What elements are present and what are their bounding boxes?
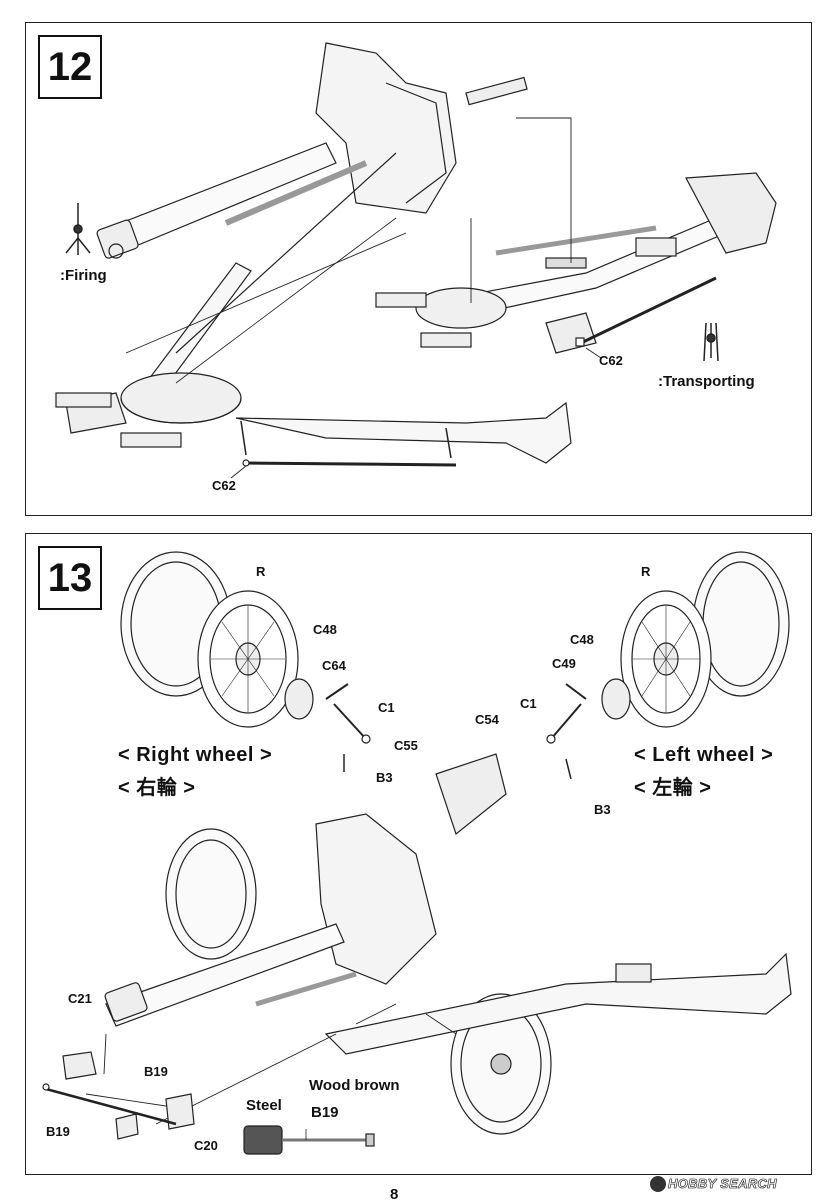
c62-rod-lower — [230, 420, 457, 479]
c21-c20-b19-parts — [42, 1051, 195, 1140]
right-wheel-drawing — [120, 551, 371, 772]
label-c48-right: C48 — [313, 622, 337, 637]
label-transporting: :Transporting — [658, 373, 755, 390]
label-r-right: R — [256, 564, 266, 579]
label-firing: :Firing — [60, 267, 107, 284]
label-c64: C64 — [322, 658, 346, 673]
label-c1-right: C1 — [378, 700, 395, 715]
watermark-logo-icon — [650, 1176, 666, 1192]
label-c21: C21 — [68, 991, 92, 1006]
step-13-illustration — [42, 551, 792, 1155]
label-c62-lower: C62 — [212, 478, 236, 493]
step-number: 12 — [38, 35, 102, 99]
guide-lines — [125, 117, 572, 384]
page-number: 8 — [390, 1186, 399, 1203]
label-c55: C55 — [394, 738, 418, 753]
label-b3-left: B3 — [594, 802, 611, 817]
step-13-panel: 13 — [25, 533, 812, 1175]
label-left-wheel-jp: < 左輪 > — [634, 777, 712, 799]
left-wheel-drawing — [546, 551, 790, 780]
label-steel: Steel — [246, 1097, 282, 1114]
step-number: 13 — [38, 546, 102, 610]
label-right-wheel: < Right wheel > — [118, 744, 273, 766]
label-left-wheel: < Left wheel > — [634, 744, 774, 766]
label-b3-right: B3 — [376, 770, 393, 785]
b19-paint-diagram — [243, 1125, 375, 1155]
transporting-mode-icon — [703, 322, 719, 362]
label-c20: C20 — [194, 1138, 218, 1153]
gun-firing-drawing — [55, 42, 572, 464]
label-c54: C54 — [475, 712, 499, 727]
gun-transport-drawing — [375, 172, 777, 354]
label-b19-top: B19 — [144, 1064, 168, 1079]
label-c62-upper: C62 — [599, 353, 623, 368]
firing-mode-icon — [65, 203, 91, 255]
label-r-left: R — [641, 564, 651, 579]
label-c1-left: C1 — [520, 696, 537, 711]
assembled-gun-drawing — [104, 753, 792, 1135]
watermark-text: HOBBY SEARCH — [668, 1176, 777, 1192]
label-wood-brown: Wood brown — [309, 1077, 400, 1094]
label-b19-paint: B19 — [311, 1104, 339, 1121]
label-right-wheel-jp: < 右輪 > — [118, 777, 196, 799]
label-c49: C49 — [552, 656, 576, 671]
step-12-illustration — [55, 42, 777, 479]
step-12-panel: 12 — [25, 22, 812, 516]
label-b19-bottom: B19 — [46, 1124, 70, 1139]
label-c48-left: C48 — [570, 632, 594, 647]
c62-rod-upper — [575, 276, 717, 359]
